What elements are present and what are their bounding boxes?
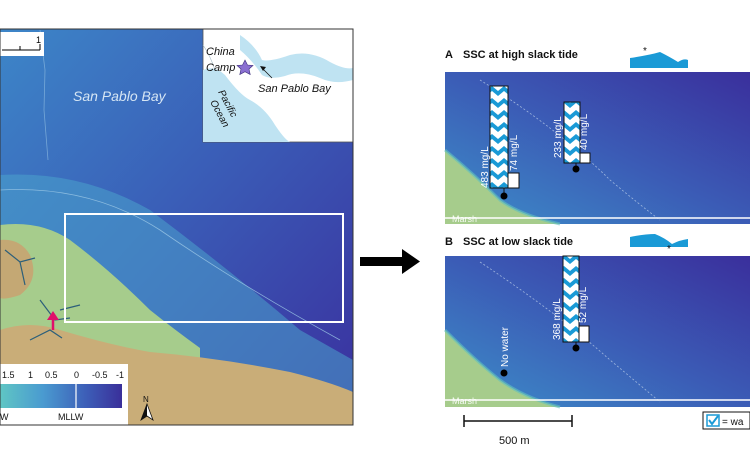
panel-b: B SSC at low slack tide * Marsh No water… [443, 234, 750, 409]
panel-a-station-right [572, 165, 580, 173]
transition-arrow-icon [360, 249, 420, 274]
panel-a: A SSC at high slack tide * Marsh 483 mg/… [444, 46, 750, 226]
legend-tick-2: 0.5 [45, 370, 58, 380]
panel-a-bar-tall-left [489, 85, 509, 189]
panel-b-value-tall: 368 mg/L [552, 298, 563, 340]
legend-tick-1: 1 [28, 370, 33, 380]
svg-text:*: * [667, 244, 671, 255]
panel-b-station-right [572, 344, 580, 352]
legend-tick-4: -0.5 [92, 370, 108, 380]
panel-b-title: SSC at low slack tide [463, 236, 573, 248]
legend-tick-3: 0 [74, 370, 79, 380]
panel-a-value-tall-right: 233 mg/L [553, 116, 564, 158]
legend-mid-label: MLLW [58, 412, 84, 422]
panel-a-value-tall-left: 483 mg/L [480, 146, 491, 188]
water-legend-swatch-icon [706, 414, 720, 427]
panel-b-bar-tall [562, 255, 580, 343]
panel-a-title: SSC at high slack tide [463, 49, 578, 61]
panel-a-bar-short-left [507, 172, 520, 189]
bay-label: San Pablo Bay [73, 88, 167, 104]
legend-left-label: W [0, 412, 9, 422]
right-scalebar-label: 500 m [499, 435, 530, 447]
inset-site-label-2: Camp [206, 62, 235, 74]
left-scalebar-end: 1 [36, 35, 41, 45]
panel-b-letter: B [445, 236, 453, 248]
inset-map: China Camp San Pablo Bay Pacific Ocean [202, 28, 354, 143]
high-tide-icon: * [630, 46, 688, 68]
inset-site-label-1: China [206, 46, 235, 58]
legend-tick-5: -1 [116, 370, 124, 380]
left-map-frame [0, 28, 354, 426]
water-legend-label: = wa [722, 417, 744, 428]
panel-b-value-short: 52 mg/L [578, 286, 589, 323]
study-area-box [64, 213, 344, 323]
svg-text:N: N [143, 395, 149, 404]
panel-a-bar-tall-right [563, 101, 581, 164]
north-arrow-icon: N [140, 395, 154, 422]
left-map-shoreline [0, 189, 341, 341]
elevation-legend: 1.5 1 0.5 0 -0.5 -1 W MLLW [0, 364, 128, 425]
left-scalebar: 1 [0, 32, 44, 56]
panel-b-marsh-label: Marsh [452, 396, 477, 406]
inset-bay-label: San Pablo Bay [258, 83, 332, 95]
svg-text:*: * [643, 46, 647, 57]
panel-b-no-water-label: No water [500, 326, 511, 367]
panel-a-marsh-label: Marsh [452, 214, 477, 224]
panel-a-value-short-left: 74 mg/L [509, 134, 520, 171]
panel-a-station-left [500, 192, 508, 200]
panel-a-value-short-right: 40 mg/L [579, 113, 590, 150]
low-tide-icon: * [630, 234, 688, 255]
left-map: San Pablo Bay 1 China Camp San [0, 28, 354, 426]
right-scalebar: 500 m [463, 415, 573, 447]
panel-b-bar-short [578, 325, 590, 343]
water-legend: = wa [702, 411, 750, 430]
site-star-icon [236, 59, 254, 76]
legend-tick-0: 1.5 [2, 370, 15, 380]
panel-a-letter: A [445, 49, 453, 61]
panel-b-station-left [500, 369, 508, 377]
site-arrow [47, 311, 59, 330]
panel-a-bar-short-right [579, 152, 591, 164]
